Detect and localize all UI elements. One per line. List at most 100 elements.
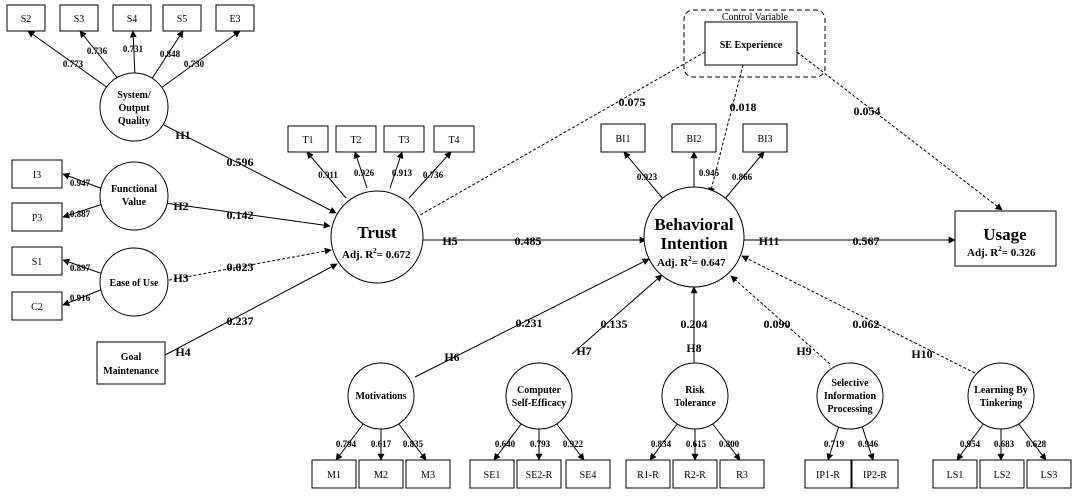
construct-label: Risk — [685, 385, 705, 396]
coef-label: 0.237 — [227, 314, 254, 328]
indicator-box — [6, 4, 46, 32]
indicator-box — [565, 459, 611, 489]
loading-value: 0.736 — [423, 170, 444, 180]
construct-label: Learning By — [974, 385, 1028, 396]
indicator-label: R1-R — [637, 470, 659, 481]
loading-value: 0.946 — [858, 439, 879, 449]
trust-label: Trust — [357, 223, 397, 242]
loading-value: 0.736 — [87, 46, 108, 56]
indicator-box — [383, 125, 425, 153]
loading-value: 0.834 — [651, 439, 672, 449]
indicator-box — [112, 4, 152, 32]
control-variable-title: Control Variable — [722, 12, 789, 23]
loading-value: 0.945 — [699, 168, 720, 178]
construct-circle — [99, 247, 169, 317]
soq-construct: System/ Output Quality — [99, 72, 169, 142]
coef-label: 0.142 — [227, 208, 254, 222]
indicator-label: R3 — [736, 470, 748, 481]
indicator-label: S3 — [74, 14, 85, 25]
coef-label: 0.018 — [730, 100, 757, 114]
construct-label: Processing — [827, 404, 872, 415]
hyp-label: H1 — [175, 128, 190, 142]
loading-labels: 0.773 0.736 0.731 0.848 0.730 0.947 0.88… — [63, 44, 1047, 449]
bi-adj-r2: Adj. R2= 0.647 — [657, 255, 726, 269]
construct-label: Computer — [517, 385, 561, 396]
fv-construct: Functional Value — [99, 161, 169, 231]
path-h6 — [414, 258, 650, 378]
indicator-label: P3 — [32, 213, 43, 224]
loading-value: 0.719 — [824, 439, 845, 449]
indicator-label: R2-R — [684, 470, 706, 481]
goal-label: Maintenance — [103, 366, 159, 377]
construct-circle — [661, 362, 729, 430]
hyp-label: H3 — [173, 271, 188, 285]
loading-value: 0.731 — [123, 44, 144, 54]
indicator-box — [11, 246, 63, 276]
indicator-box — [979, 459, 1025, 489]
usage-construct: Usage Adj. R2= 0.326 — [954, 210, 1057, 267]
bi-label: Behavioral — [654, 215, 734, 234]
path-h9 — [730, 275, 831, 365]
loading-value: 0.947 — [70, 178, 91, 188]
adj-sup: 2 — [998, 245, 1002, 253]
indicator-label: SE2-R — [526, 470, 553, 481]
indicator-label: I3 — [33, 170, 41, 181]
construct-label: Tinkering — [980, 398, 1023, 409]
loading-value: 0.683 — [994, 439, 1015, 449]
indicator-box — [1026, 459, 1072, 489]
indicator-label: S2 — [21, 14, 32, 25]
loading-value: 0.913 — [392, 168, 413, 178]
structural-paths — [163, 51, 1003, 378]
construct-label: Self-Efficacy — [512, 398, 566, 409]
construct-circle — [347, 362, 415, 430]
measurement-arrows — [27, 30, 1047, 461]
indicator-label: LS3 — [1041, 470, 1058, 481]
path-h10 — [741, 255, 976, 374]
indicator-label: M1 — [327, 470, 341, 481]
loading-value: 0.615 — [686, 439, 707, 449]
indicator-box — [433, 125, 475, 153]
construct-label: Tolerance — [674, 398, 716, 409]
indicator-label: T4 — [448, 135, 459, 146]
adj-sup: 2 — [373, 247, 377, 255]
se-experience-label: SE Experience — [720, 40, 783, 51]
indicator-label: LS2 — [994, 470, 1011, 481]
adj-prefix: Adj. R — [657, 257, 689, 269]
hyp-label: H2 — [173, 199, 188, 213]
construct-label: Selective — [831, 378, 869, 389]
indicator-box — [469, 459, 515, 489]
construct-label: Value — [122, 197, 147, 208]
coef-label: 0.062 — [853, 317, 880, 331]
path-h4 — [164, 263, 338, 356]
indicator-label: T1 — [302, 135, 313, 146]
construct-label: Quality — [118, 116, 150, 127]
eou-construct: Ease of Use — [99, 247, 169, 317]
indicator-box — [671, 123, 717, 153]
usage-adj-r2: Adj. R2= 0.326 — [967, 245, 1036, 259]
indicator-box — [742, 123, 788, 153]
coef-label: 0.135 — [601, 317, 628, 331]
hyp-label: H10 — [911, 347, 932, 361]
construct-circle — [99, 72, 169, 142]
sip-construct: Selective Information Processing — [816, 362, 884, 430]
loading-value: 0.730 — [184, 59, 205, 69]
loading-value: 0.793 — [530, 439, 551, 449]
indicator-label: E3 — [229, 14, 240, 25]
lbt-construct: Learning By Tinkering — [967, 362, 1035, 430]
loading-value: 0.628 — [1026, 439, 1047, 449]
se-experience-box — [704, 21, 798, 66]
loading-value: 0.923 — [637, 172, 658, 182]
loading-value: 0.916 — [70, 293, 91, 303]
coef-label: 0.485 — [515, 234, 542, 248]
construct-circle — [816, 362, 884, 430]
construct-label: Motivations — [355, 391, 406, 402]
indicator-box — [516, 459, 562, 489]
hyp-label: H5 — [442, 234, 457, 248]
path-h7 — [571, 274, 663, 355]
indicator-label: T3 — [398, 135, 409, 146]
indicator-box — [335, 125, 377, 153]
indicator-label: LS1 — [947, 470, 964, 481]
indicator-label: M2 — [374, 470, 388, 481]
indicator-label: S4 — [127, 14, 138, 25]
